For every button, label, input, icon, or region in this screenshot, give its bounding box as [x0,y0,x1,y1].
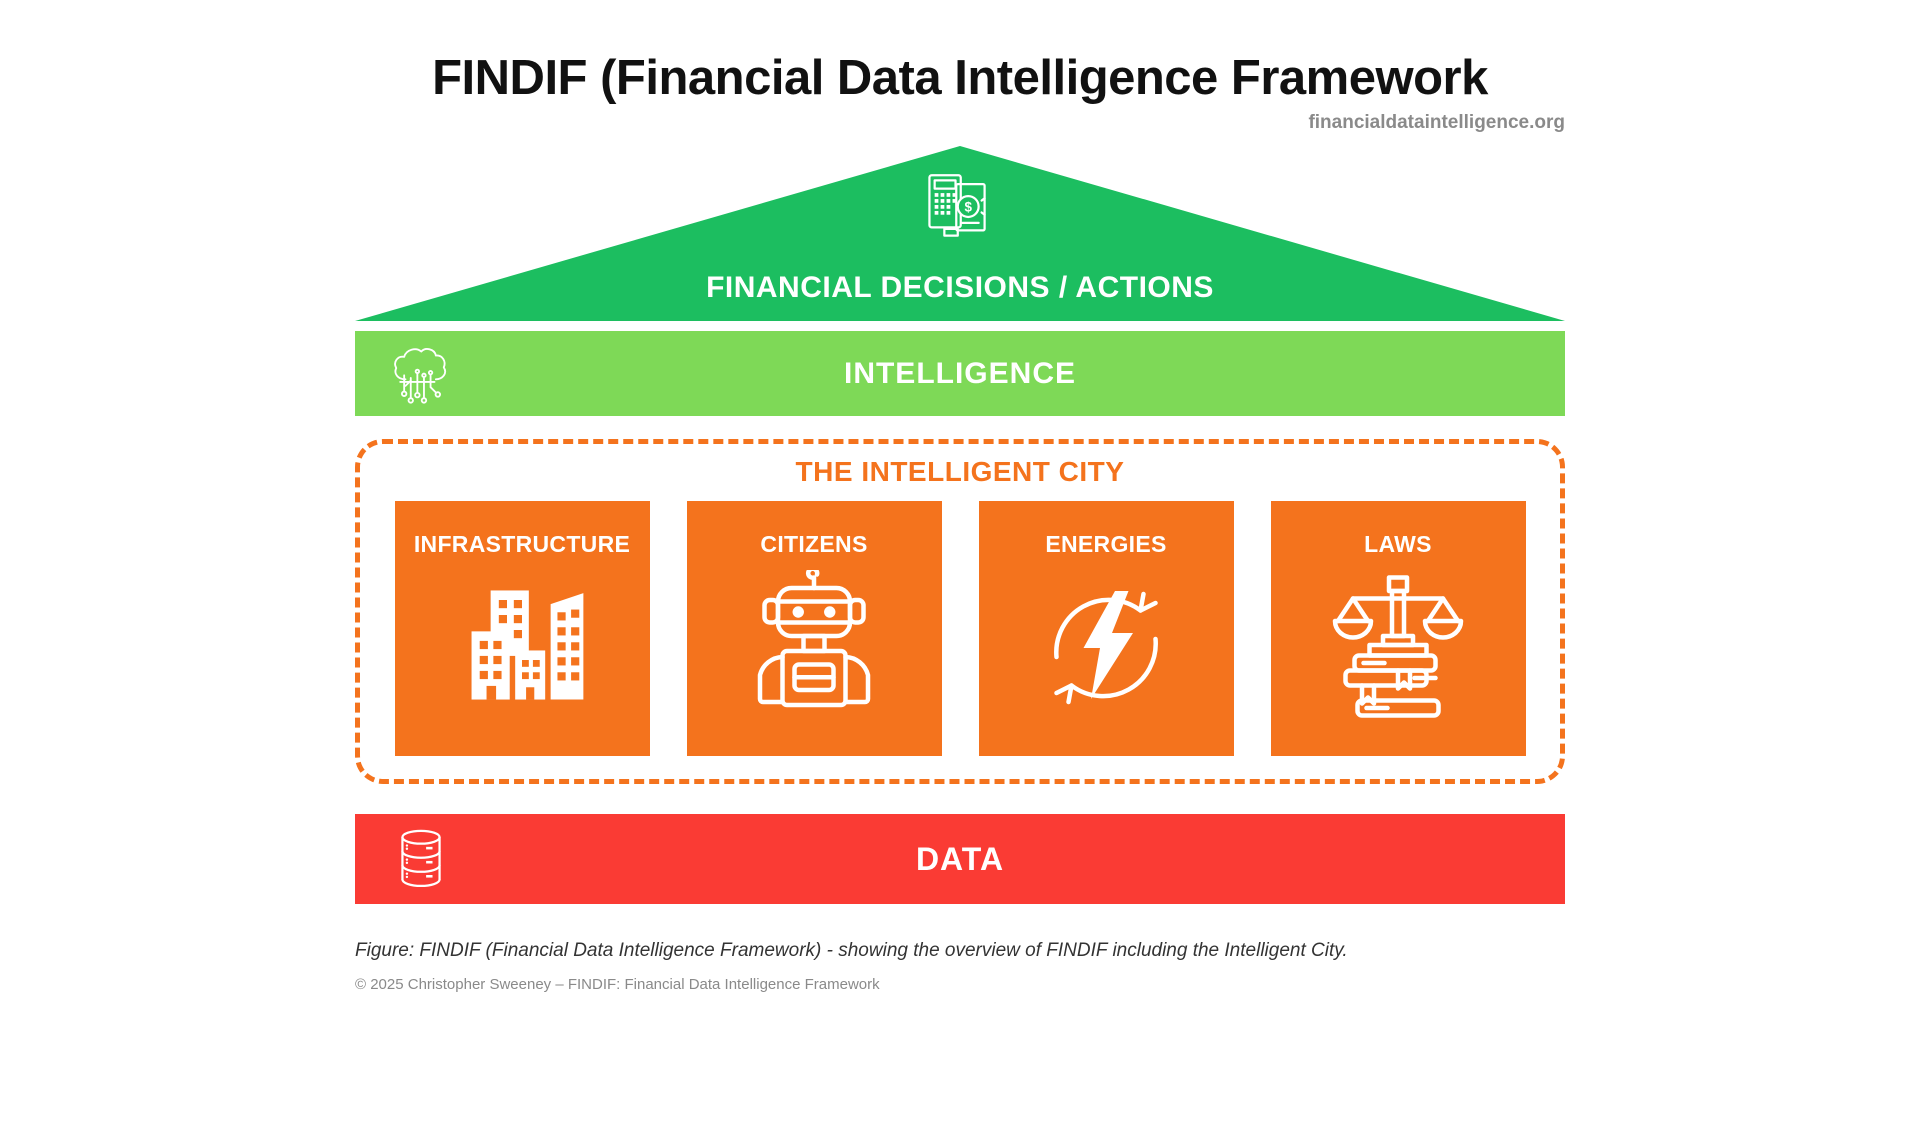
tile-energies: ENERGIES [978,501,1234,756]
tile-label: CITIZENS [760,531,868,557]
data-layer: DATA [355,814,1565,904]
tile-label: LAWS [1364,531,1432,557]
intelligent-city-title: THE INTELLIGENT CITY [795,456,1125,487]
intelligent-city-box: THE INTELLIGENT CITY INFRASTRUCTURE [355,439,1565,784]
justice-scales-books-icon [1323,570,1473,720]
robot-icon [739,570,889,720]
cloud-network-icon [387,341,453,407]
calculator-finance-icon: $ [919,170,1001,246]
roof-label: FINANCIAL DECISIONS / ACTIONS [706,271,1214,304]
tile-laws: LAWS [1270,501,1526,756]
roof-financial-decisions: $ FINANCIAL DECISIONS / ACTIONS [355,146,1565,321]
intelligence-layer: INTELLIGENCE [355,331,1565,416]
copyright-line: © 2025 Christopher Sweeney – FINDIF: Fin… [355,976,880,993]
tile-citizens: CITIZENS [686,501,942,756]
data-label: DATA [915,840,1005,877]
tile-label: ENERGIES [1045,531,1167,557]
tile-infrastructure: INFRASTRUCTURE [394,501,650,756]
page-title: FINDIF (Financial Data Intelligence Fram… [432,51,1488,105]
energy-cycle-icon [1031,570,1181,720]
website-url: financialdataintelligence.org [1308,112,1565,133]
svg-text:$: $ [964,199,972,214]
buildings-icon [447,570,597,720]
findif-diagram: FINDIF (Financial Data Intelligence Fram… [355,50,1565,993]
tile-label: INFRASTRUCTURE [413,531,631,557]
city-tile-row: INFRASTRUCTURE [360,501,1560,756]
database-icon [389,826,453,892]
figure-caption: Figure: FINDIF (Financial Data Intellige… [355,940,1348,961]
intelligence-label: INTELLIGENCE [843,356,1076,390]
